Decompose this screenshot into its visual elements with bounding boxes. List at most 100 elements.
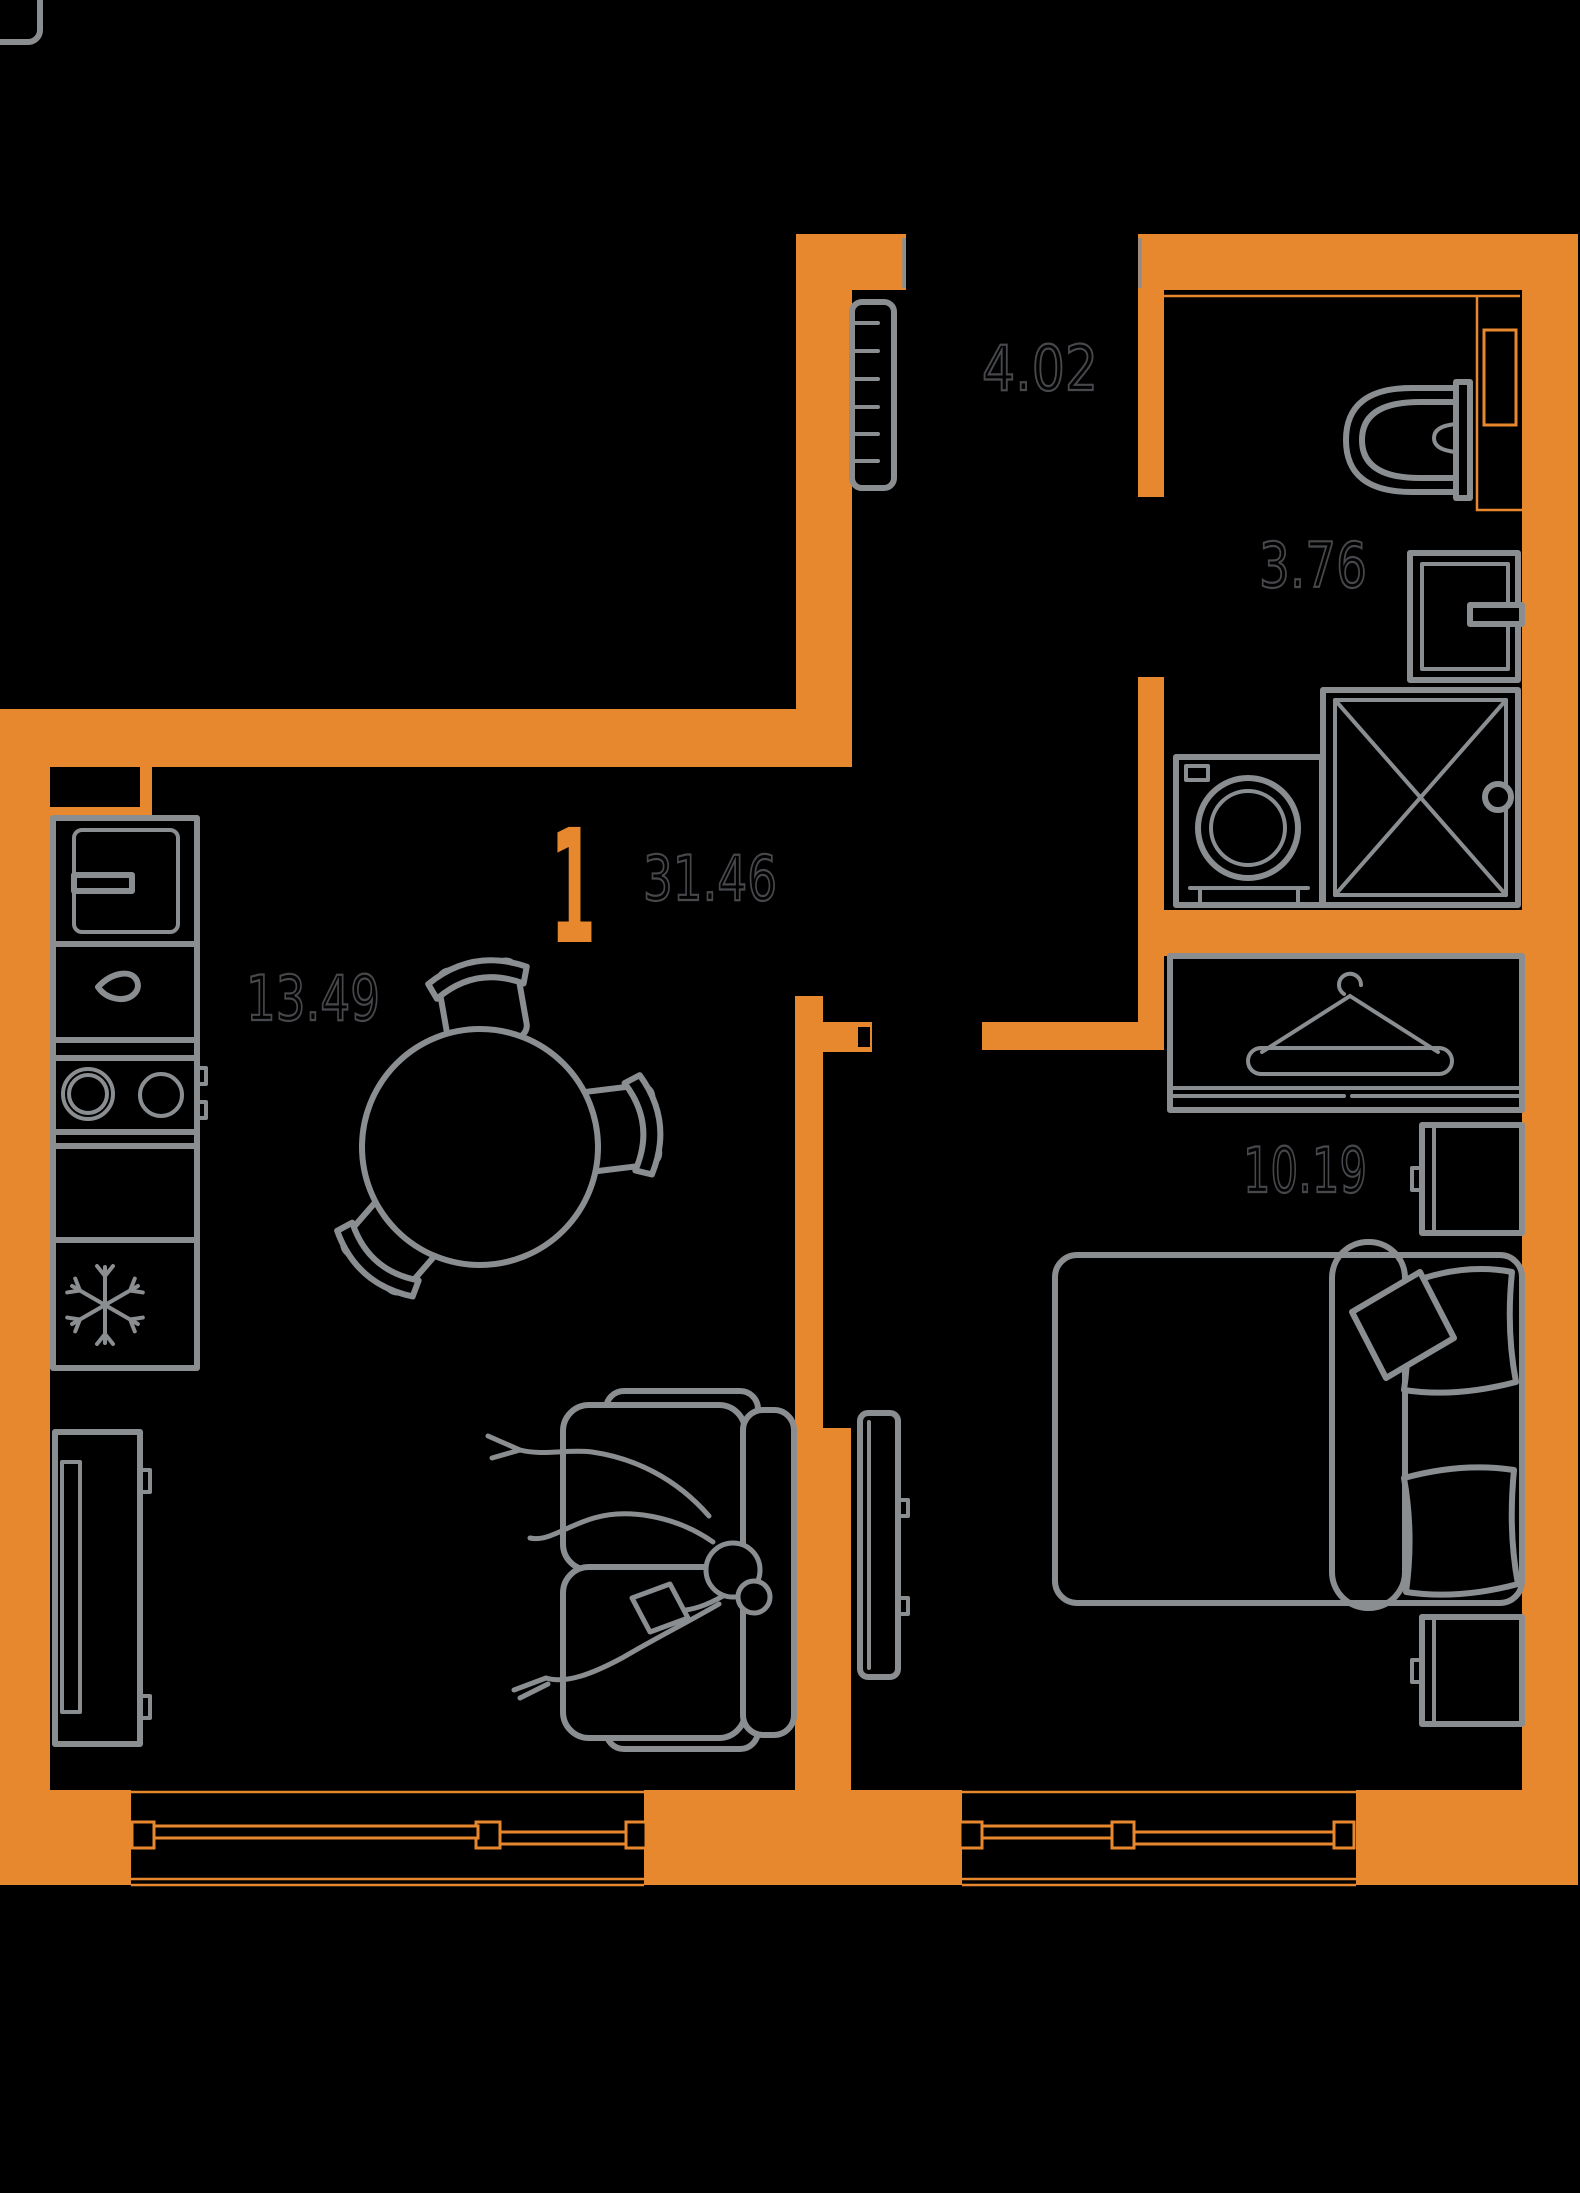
wall-top-right bbox=[1138, 234, 1578, 290]
bathroom-area-label: 3.76 bbox=[1259, 529, 1367, 602]
tv-stand bbox=[52, 1429, 152, 1747]
bedside-table-bottom bbox=[1410, 1614, 1525, 1727]
stove bbox=[50, 1055, 208, 1135]
tv-panel bbox=[857, 1410, 901, 1680]
kitchen-units bbox=[50, 815, 208, 1371]
bedside-table-outline bbox=[1419, 1122, 1525, 1236]
shower bbox=[1320, 687, 1521, 908]
bathroom-duct-outline bbox=[1164, 294, 1522, 512]
bedside-table-outline bbox=[1419, 1614, 1525, 1727]
bedroom-area-label: 10.19 bbox=[1243, 1134, 1367, 1207]
person-hair bbox=[735, 1578, 773, 1616]
book bbox=[629, 1581, 691, 1635]
fridge bbox=[50, 1237, 200, 1371]
window-sash bbox=[980, 1824, 1114, 1840]
window-cap bbox=[474, 1820, 502, 1850]
sink-tap bbox=[1467, 602, 1525, 627]
wall-bottom-center-pier bbox=[644, 1790, 962, 1885]
wall-hallway-left bbox=[796, 234, 852, 767]
toilet-bowl-outer bbox=[1343, 385, 1459, 495]
bedside-table-top bbox=[1410, 1122, 1525, 1236]
window-sash bbox=[152, 1824, 480, 1840]
living-room-window bbox=[130, 1790, 648, 1887]
wardrobe bbox=[1167, 953, 1525, 1113]
window-outer-edge bbox=[131, 1877, 644, 1887]
duct-box bbox=[1482, 328, 1518, 427]
bedroom-tv bbox=[857, 1410, 910, 1680]
stove-burner-small bbox=[138, 1072, 184, 1118]
walls bbox=[0, 234, 1578, 1885]
kitchen-sink-faucet bbox=[71, 872, 135, 894]
bedroom-window bbox=[958, 1790, 1356, 1887]
wall-divider-upper bbox=[795, 996, 823, 1428]
dining-table bbox=[359, 1026, 601, 1268]
washer-base bbox=[1188, 886, 1310, 905]
hanger-bar bbox=[1246, 1046, 1454, 1076]
person-leg bbox=[527, 1511, 716, 1545]
bed-outline bbox=[1052, 1252, 1525, 1606]
total-area-label: 31.46 bbox=[643, 842, 777, 915]
stove-outline bbox=[50, 1055, 200, 1135]
washer-door-outer bbox=[1195, 775, 1301, 881]
hallway-area-label: 4.02 bbox=[982, 332, 1098, 405]
person-leg bbox=[511, 1601, 722, 1701]
tv-mount bbox=[896, 1596, 910, 1616]
toilet-flush bbox=[1432, 422, 1458, 454]
wall-left bbox=[0, 709, 50, 1790]
wall-bathroom-bottom bbox=[1138, 910, 1522, 956]
person-leg bbox=[485, 1433, 712, 1519]
stove-burner-large bbox=[61, 1067, 115, 1121]
wall-bottom-left-corner bbox=[0, 1790, 131, 1885]
door-stop-notch bbox=[858, 1027, 870, 1047]
wall-right bbox=[1522, 234, 1578, 1885]
sofa bbox=[485, 1388, 797, 1752]
wall-bathroom-partition-lower bbox=[1138, 677, 1164, 1022]
kitchen-cabinet bbox=[50, 1143, 200, 1243]
bed-pillow-bottom bbox=[1401, 1464, 1521, 1598]
bed-duvet-fold bbox=[1329, 1239, 1408, 1611]
tv-mount bbox=[896, 1498, 910, 1518]
bed bbox=[1052, 1239, 1525, 1611]
shower-diagonals bbox=[1333, 698, 1508, 897]
door-hinge-ticks bbox=[850, 321, 880, 463]
washer-door-inner bbox=[1209, 789, 1287, 867]
bedside-table-handle bbox=[1410, 1658, 1424, 1684]
fridge-outline bbox=[50, 1237, 200, 1371]
unit-type-number: 1 bbox=[550, 796, 596, 980]
stove-knob bbox=[195, 1100, 208, 1120]
snowflake-icon bbox=[65, 1264, 145, 1346]
hanger-hook bbox=[1337, 971, 1364, 996]
toilet-tank bbox=[1453, 379, 1473, 501]
window-outer-edge bbox=[962, 1877, 1356, 1887]
wall-bedroom-door-jamb-right bbox=[982, 1022, 1164, 1050]
duct-line-side bbox=[1475, 296, 1522, 512]
tv-stand-nub bbox=[138, 1694, 152, 1720]
stove-knob bbox=[195, 1066, 208, 1086]
labels: 4.02 3.76 13.49 10.19 1 31.46 bbox=[245, 331, 1368, 1208]
wall-kitchen-top bbox=[0, 709, 852, 767]
wardrobe-shelf bbox=[1170, 1086, 1522, 1098]
window-cap bbox=[130, 1820, 156, 1850]
drop-icon bbox=[95, 970, 141, 1003]
tv-screen bbox=[60, 1460, 82, 1714]
stove-burner-large-inner bbox=[67, 1073, 109, 1115]
toilet-bowl-inner bbox=[1359, 399, 1459, 481]
window-sash bbox=[1132, 1830, 1336, 1846]
bathroom-sink bbox=[1407, 550, 1525, 683]
bedside-table-handle bbox=[1410, 1166, 1424, 1192]
washer-button bbox=[1184, 764, 1210, 782]
wardrobe-outline bbox=[1167, 953, 1525, 1113]
window-sash bbox=[498, 1830, 628, 1846]
entrance-door bbox=[849, 299, 897, 491]
kitchen-living-area-label: 13.49 bbox=[246, 962, 380, 1035]
bed-pillow-small bbox=[1349, 1269, 1457, 1381]
hanger-shoulders bbox=[1260, 994, 1440, 1054]
wall-bottom-right-corner bbox=[1356, 1790, 1578, 1885]
wall-divider-lower bbox=[795, 1428, 851, 1790]
window-cap bbox=[958, 1820, 984, 1850]
window-cap bbox=[1110, 1820, 1136, 1850]
toilet bbox=[1343, 379, 1473, 501]
person-reading bbox=[485, 1433, 773, 1701]
